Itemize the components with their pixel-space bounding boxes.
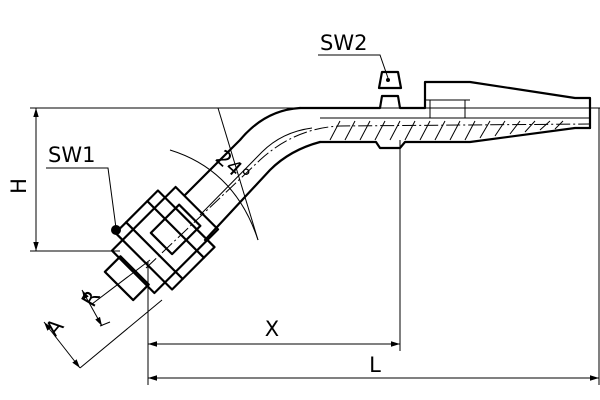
dimension-a [43,321,81,369]
sw2-leader [318,54,389,79]
hatching [329,120,564,141]
sw1-label: SW1 [48,143,95,167]
angle-label: 24° [211,145,255,188]
sw2-marker [386,78,390,82]
angle-ref-line [217,107,259,241]
dimension-r [81,289,103,327]
swivel-nut [103,185,220,302]
a-label: A [41,314,69,341]
sw2-label: SW2 [320,31,367,55]
a-ext-line [79,299,163,369]
h-label: H [7,178,31,194]
x-label: X [265,317,279,341]
sw1-marker [111,225,121,235]
l-label: L [369,353,381,377]
sw1-leader [46,167,117,229]
r-label: R [77,286,105,311]
angle-arc [169,149,259,241]
hose-tail [298,70,592,150]
bent-tube [183,106,322,242]
